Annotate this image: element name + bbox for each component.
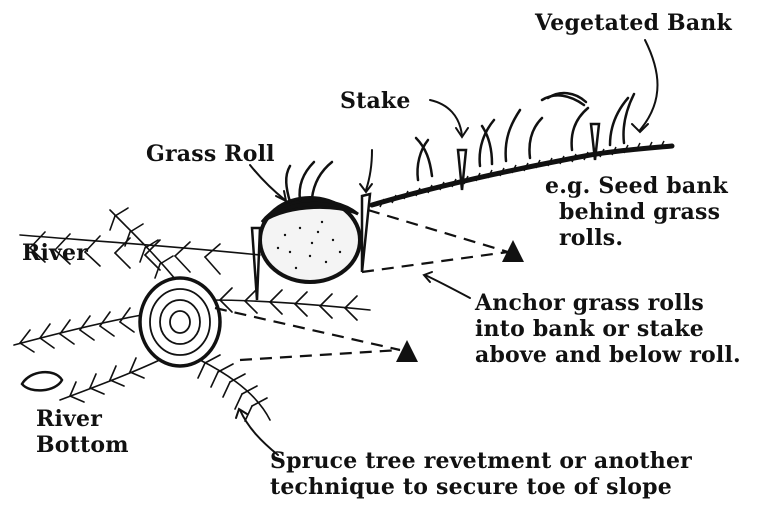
label-stake: Stake xyxy=(340,88,411,114)
label-anchor-note: Anchor grass rolls into bank or stake ab… xyxy=(475,290,741,368)
spruce-line-1: Spruce tree revetment or another xyxy=(270,448,692,474)
label-grass-roll: Grass Roll xyxy=(146,141,275,167)
river-bottom-line-2: Bottom xyxy=(36,432,129,458)
anchor-note-line-3: above and below roll. xyxy=(475,342,741,368)
label-spruce-revetment: Spruce tree revetment or another techniq… xyxy=(270,448,692,500)
anchor-note-line-2: into bank or stake xyxy=(475,316,741,342)
label-river: River xyxy=(22,240,88,266)
seed-bank-line-1: e.g. Seed bank xyxy=(545,173,728,199)
anchor-note-line-1: Anchor grass rolls xyxy=(475,290,741,316)
label-vegetated-bank: Vegetated Bank xyxy=(535,10,732,36)
river-bottom-line-1: River xyxy=(36,406,129,432)
river-bottom-rock xyxy=(22,372,62,390)
seed-bank-line-3: rolls. xyxy=(545,225,728,251)
seed-bank-line-2: behind grass xyxy=(545,199,728,225)
spruce-line-2: technique to secure toe of slope xyxy=(270,474,692,500)
label-seed-bank: e.g. Seed bank behind grass rolls. xyxy=(545,173,728,251)
spruce-log xyxy=(140,278,220,366)
label-river-bottom: River Bottom xyxy=(36,406,129,458)
grass-roll-tufts xyxy=(286,162,332,202)
